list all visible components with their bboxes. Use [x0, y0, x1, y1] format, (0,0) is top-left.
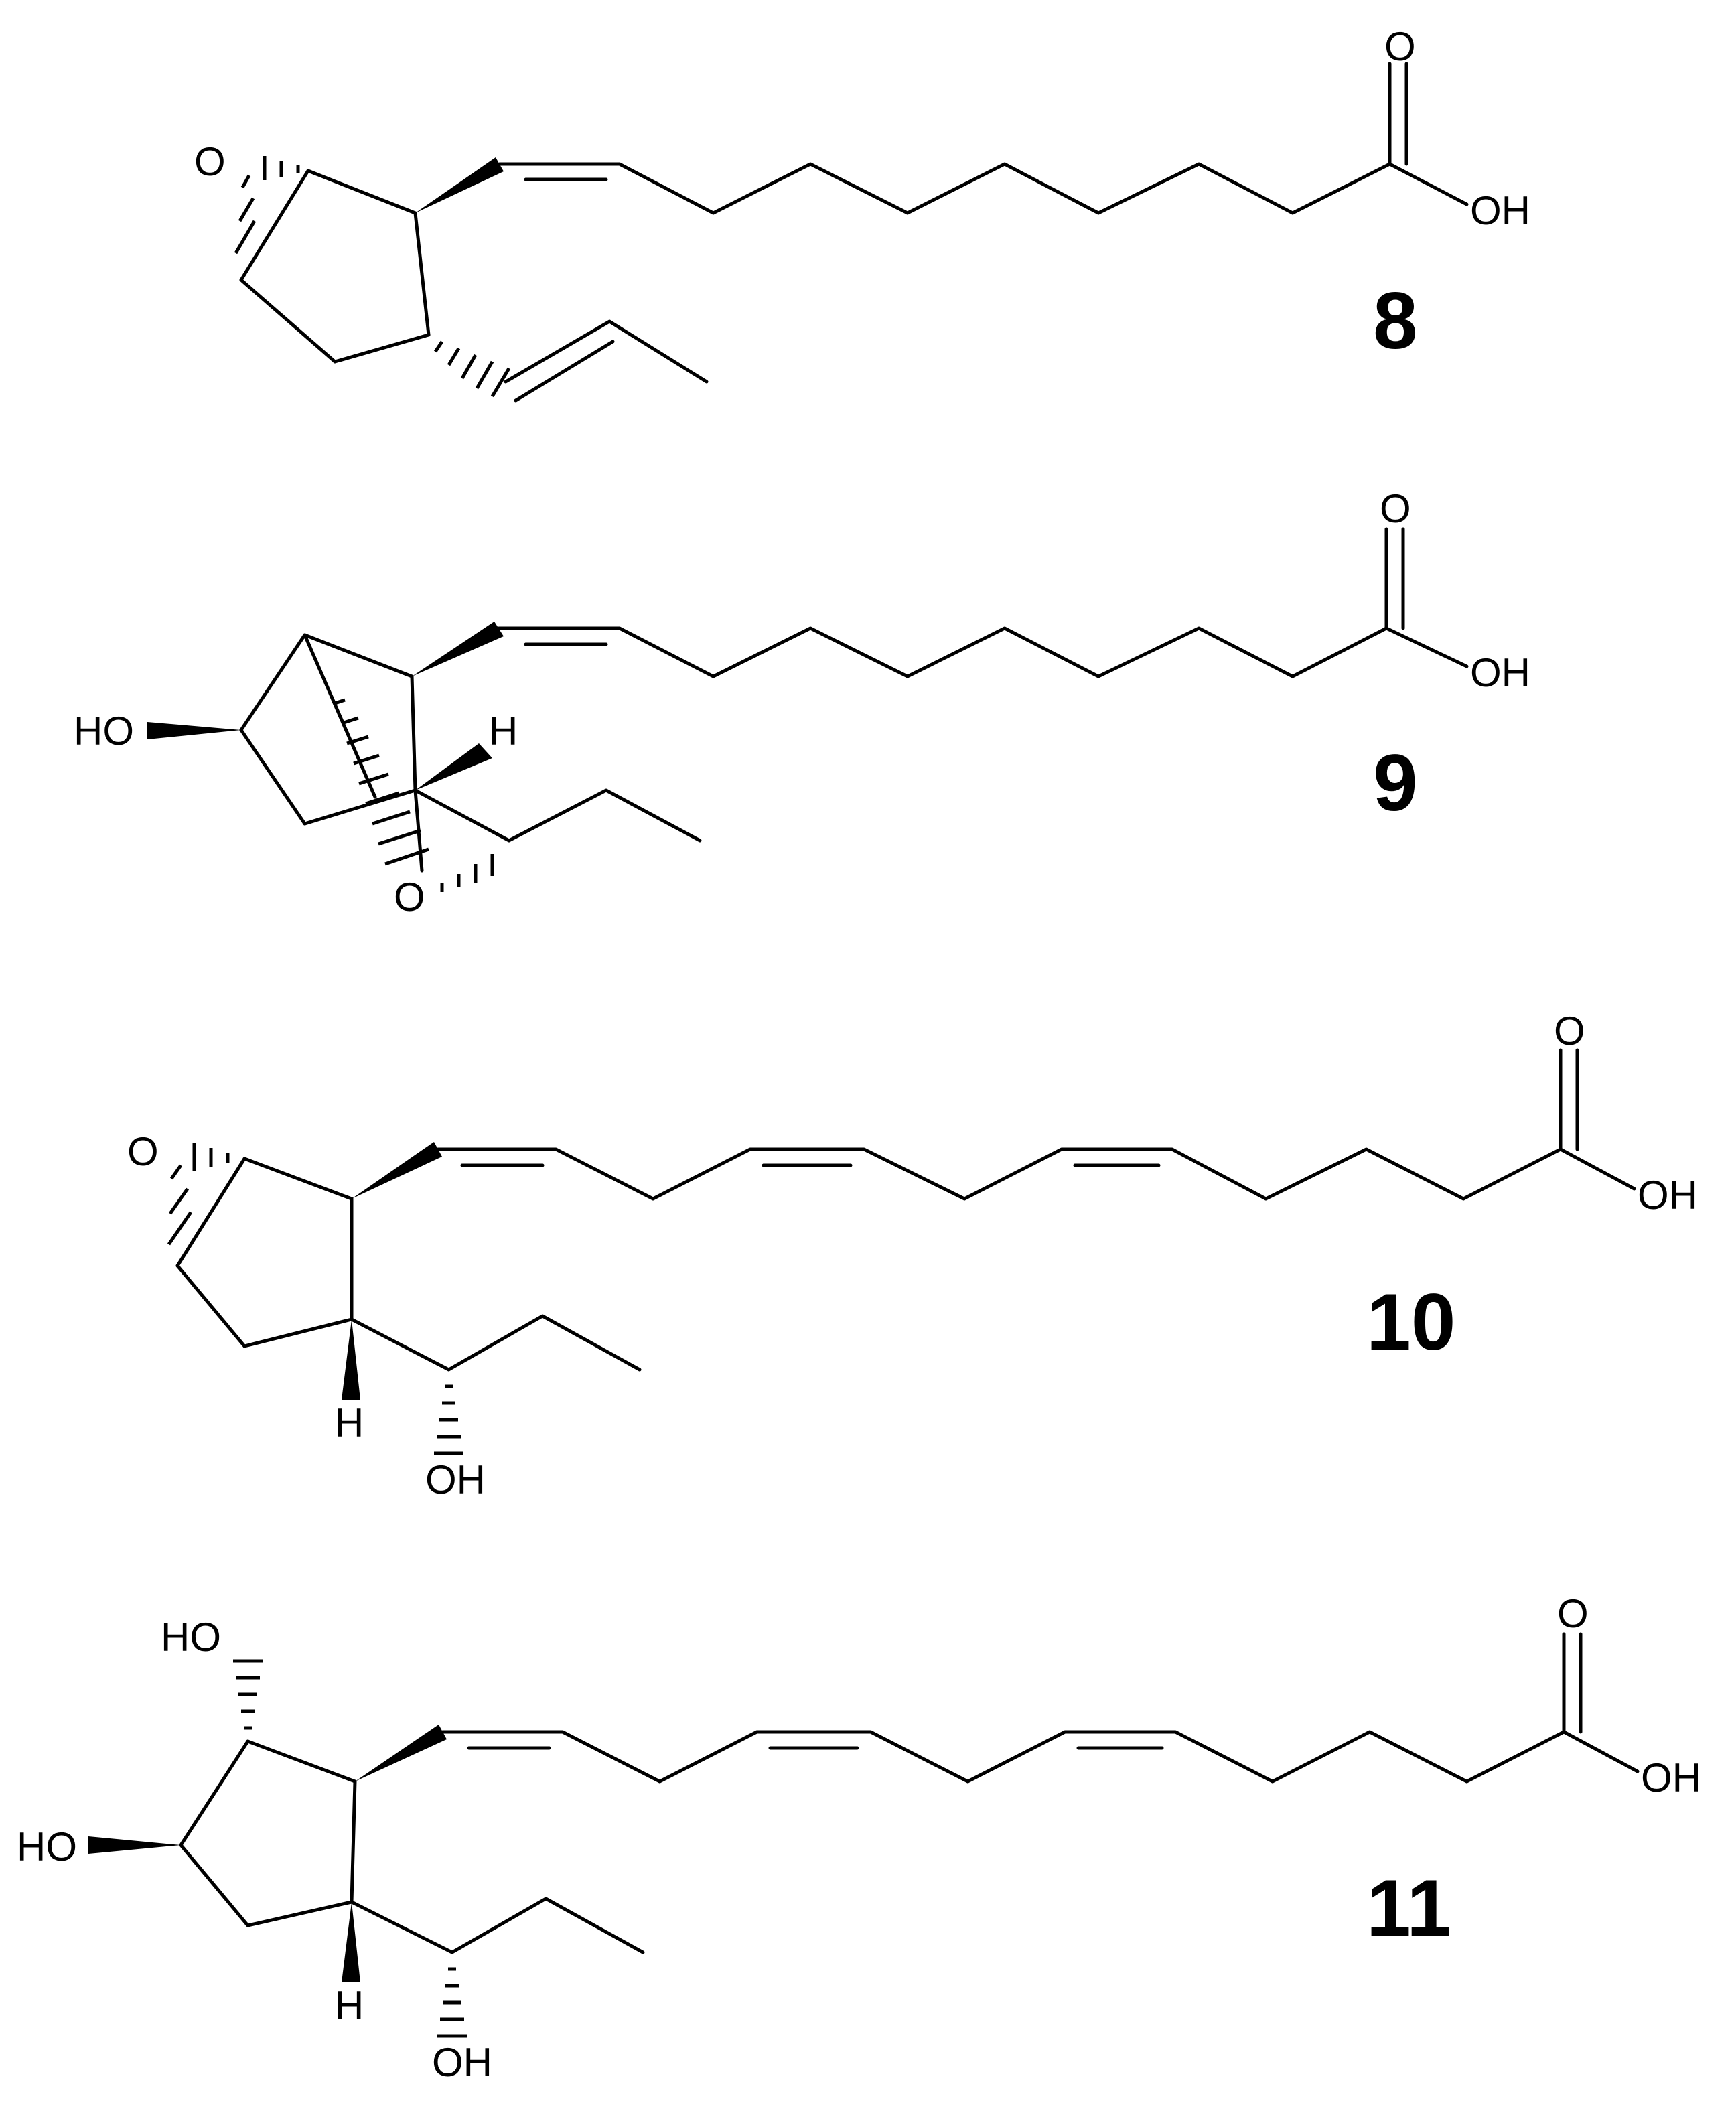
atom-h-9: H	[489, 709, 518, 753]
ho-wedge-bond	[88, 1836, 181, 1854]
compound-11-structure	[88, 1632, 1640, 2038]
atom-o-epoxide-10: O	[127, 1129, 159, 1174]
compound-label-11: 11	[1366, 1863, 1451, 1953]
atom-oh-side-10: OH	[425, 1457, 486, 1502]
atom-ho-ring-9: HO	[74, 709, 134, 753]
wedge-bond	[352, 1142, 442, 1199]
atom-o-carbonyl-11: O	[1557, 1591, 1589, 1636]
epoxide-hash-bond	[440, 854, 494, 892]
compound-label-8: 8	[1373, 276, 1418, 366]
atom-h-11: H	[335, 1983, 364, 2028]
compound-label-9: 9	[1373, 738, 1418, 828]
ho-hash-bond	[233, 1659, 263, 1730]
hash-bond-side	[433, 340, 511, 398]
wedge-bond	[415, 157, 504, 213]
atom-oh-acid-8: OH	[1470, 188, 1530, 233]
atom-ho-top-11: HO	[161, 1615, 221, 1660]
atom-o-carbonyl-10: O	[1554, 1009, 1585, 1053]
compound-8-structure	[234, 62, 1469, 403]
wedge-bond	[412, 622, 504, 676]
atom-o-carbonyl-9: O	[1380, 486, 1411, 531]
atom-ho-left-11: HO	[17, 1824, 77, 1869]
oh-hash-bond	[434, 1384, 463, 1455]
atom-oh-acid-9: OH	[1470, 650, 1530, 695]
compound-label-10: 10	[1366, 1277, 1455, 1367]
atom-o-epoxide-8: O	[194, 139, 226, 184]
wedge-bond	[355, 1725, 447, 1781]
h-wedge-bond	[415, 743, 492, 790]
oh-hash-bond	[437, 1967, 467, 2038]
atom-oh-side-11: OH	[432, 2040, 492, 2085]
atom-oh-acid-11: OH	[1641, 1755, 1701, 1800]
epoxide-hash-bond	[167, 1143, 230, 1246]
compound-9-structure	[147, 527, 1469, 892]
h-wedge-bond	[342, 1319, 360, 1400]
atom-o-bridge-9: O	[394, 875, 425, 920]
h-wedge-bond	[342, 1902, 360, 1982]
epoxide-hash-bond	[234, 156, 300, 254]
atom-h-10: H	[335, 1400, 364, 1445]
atom-oh-acid-10: OH	[1638, 1173, 1698, 1218]
atom-o-carbonyl-8: O	[1384, 24, 1416, 69]
compound-10-structure	[167, 1048, 1636, 1455]
ho-wedge-bond	[147, 722, 241, 739]
